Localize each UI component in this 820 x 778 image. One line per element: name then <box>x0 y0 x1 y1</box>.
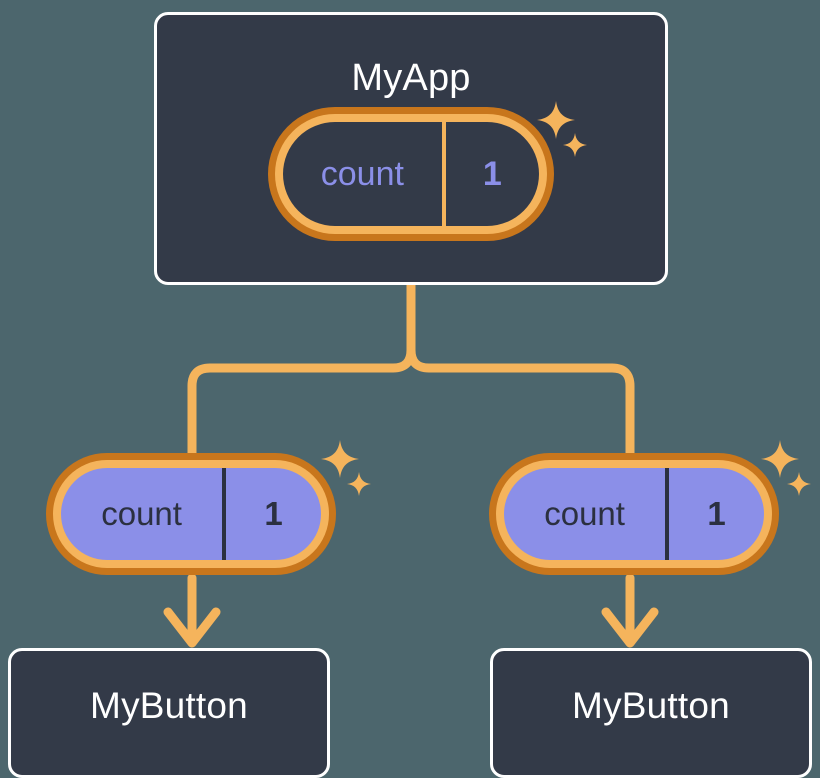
state-pill-inner-ring: count 1 <box>275 114 547 234</box>
component-card-label: MyButton <box>572 685 730 726</box>
state-pill-inner-ring: count 1 <box>496 460 772 568</box>
component-card-mybutton-left[interactable]: MyButton <box>8 648 330 778</box>
page-title: MyApp <box>351 57 471 99</box>
component-card-mybutton-right[interactable]: MyButton <box>490 648 812 778</box>
connector-branch-left <box>187 345 416 458</box>
sparkle-small-icon <box>787 472 811 496</box>
state-pill-face: count 1 <box>283 122 539 226</box>
connector-branch-right <box>406 345 635 458</box>
state-pill-face: count 1 <box>61 468 321 560</box>
sparkle-large-icon <box>761 440 799 478</box>
arrow-down-icon-left <box>163 573 221 648</box>
arrow-down-icon-right <box>601 573 659 648</box>
state-pill-myapp[interactable]: count 1 <box>268 107 554 241</box>
state-value-label: 1 <box>222 468 321 560</box>
state-value-label: 1 <box>441 122 539 226</box>
state-key-label: count <box>544 495 625 532</box>
state-key-label: count <box>101 495 182 532</box>
component-card-label: MyButton <box>90 685 248 726</box>
state-pill-child-right[interactable]: count 1 <box>489 453 779 575</box>
state-pill-inner-ring: count 1 <box>53 460 329 568</box>
state-pill-face: count 1 <box>504 468 764 560</box>
state-pill-child-left[interactable]: count 1 <box>46 453 336 575</box>
state-value-label: 1 <box>665 468 764 560</box>
sparkle-small-icon <box>347 472 371 496</box>
state-key-label: count <box>320 154 404 193</box>
sparkle-large-icon <box>321 440 359 478</box>
